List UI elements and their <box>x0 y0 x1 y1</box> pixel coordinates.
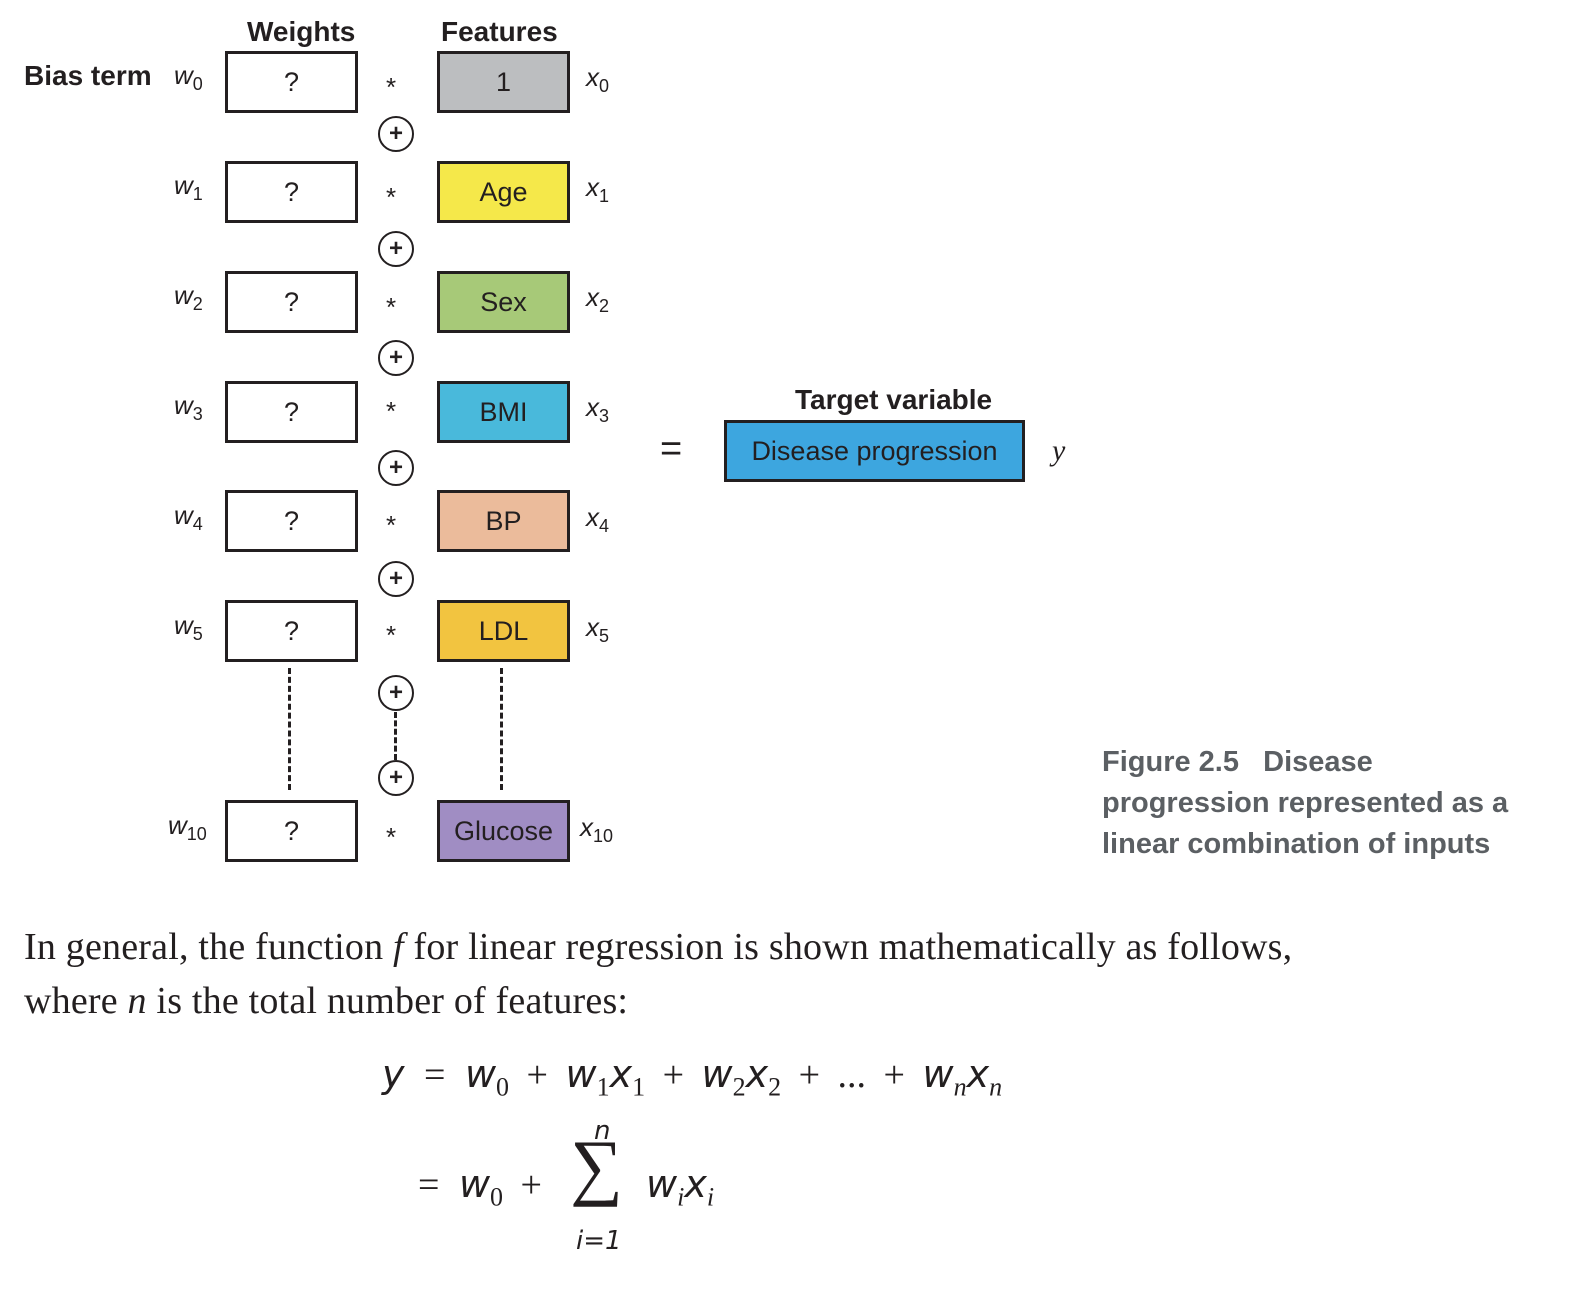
weight-box-w3: ? <box>225 381 358 443</box>
equation-line-1: y = w0 + w1x1 + w2x2 + ... + wnxn <box>382 1052 1003 1102</box>
caption-text-2: progression represented as a <box>1102 787 1509 819</box>
feature-box-ldl: LDL <box>437 600 570 662</box>
equals-symbol: = <box>660 428 683 470</box>
dashed-connector <box>394 712 397 760</box>
caption-text-3: linear combination of inputs <box>1102 828 1491 860</box>
feature-symbol-x5: x5 <box>586 612 610 647</box>
plus-circle: + <box>378 561 414 597</box>
multiply-symbol: * <box>386 396 397 426</box>
plus-circle: + <box>378 760 414 796</box>
multiply-symbol: * <box>386 620 397 650</box>
bias-term-label: Bias term <box>24 60 152 91</box>
dashed-connector <box>288 668 291 790</box>
weight-symbol-w10: w10 <box>168 810 207 845</box>
feature-symbol-x1: x1 <box>586 172 610 207</box>
plus-circle: + <box>378 116 414 152</box>
multiply-symbol: * <box>386 182 397 212</box>
target-symbol-y: y <box>1052 434 1066 467</box>
caption-number: Figure 2.5 <box>1102 746 1239 778</box>
feature-symbol-x4: x4 <box>586 502 610 537</box>
weight-box-w0: ? <box>225 51 358 113</box>
summation-lower-limit: i=1 <box>576 1226 622 1256</box>
multiply-symbol: * <box>386 510 397 540</box>
features-header: Features <box>441 16 558 47</box>
weight-symbol-w0: w0 <box>174 60 203 95</box>
feature-box-bp: BP <box>437 490 570 552</box>
target-variable-header: Target variable <box>795 384 993 415</box>
multiply-symbol: * <box>386 72 397 102</box>
feature-box-age: Age <box>437 161 570 223</box>
summation-term: wixi <box>646 1162 715 1212</box>
multiply-symbol: * <box>386 822 397 852</box>
feature-box-bias: 1 <box>437 51 570 113</box>
weight-symbol-w2: w2 <box>174 280 203 315</box>
weight-symbol-w1: w1 <box>174 170 203 205</box>
weight-box-w4: ? <box>225 490 358 552</box>
multiply-symbol: * <box>386 292 397 322</box>
dashed-connector <box>500 668 503 790</box>
plus-circle: + <box>378 231 414 267</box>
feature-box-sex: Sex <box>437 271 570 333</box>
weight-box-w10: ? <box>225 800 358 862</box>
weight-symbol-w5: w5 <box>174 610 203 645</box>
feature-symbol-x0: x0 <box>586 62 610 97</box>
plus-circle: + <box>378 340 414 376</box>
equation-line-2: = w0 + <box>418 1162 542 1212</box>
weight-symbol-w3: w3 <box>174 390 203 425</box>
body-paragraph: In general, the function f for linear re… <box>24 926 1293 1022</box>
plus-circle: + <box>378 675 414 711</box>
weights-header: Weights <box>247 16 356 47</box>
weight-box-w5: ? <box>225 600 358 662</box>
feature-symbol-x10: x10 <box>580 812 614 847</box>
summation-symbol: ∑ <box>570 1126 623 1208</box>
weight-symbol-w4: w4 <box>174 500 203 535</box>
caption-text-1: Disease <box>1263 746 1373 778</box>
target-box-disease-progression: Disease progression <box>724 420 1025 482</box>
summation-upper-limit: n <box>594 1116 611 1146</box>
feature-box-bmi: BMI <box>437 381 570 443</box>
weight-box-w2: ? <box>225 271 358 333</box>
plus-circle: + <box>378 450 414 486</box>
feature-symbol-x3: x3 <box>586 392 610 427</box>
feature-box-glucose: Glucose <box>437 800 570 862</box>
feature-symbol-x2: x2 <box>586 282 610 317</box>
weight-box-w1: ? <box>225 161 358 223</box>
figure-caption: Figure 2.5 Disease progression represent… <box>1102 742 1562 865</box>
